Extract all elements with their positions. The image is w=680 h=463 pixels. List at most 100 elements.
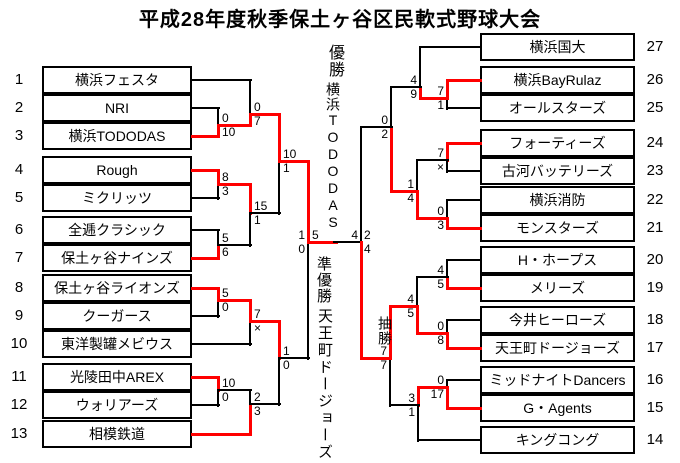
- score-R8-top: 0: [437, 319, 444, 333]
- team-box-26: 横浜BayRulaz: [480, 66, 635, 94]
- winner-path-line: [446, 141, 482, 145]
- seed-number-5: 5: [14, 189, 24, 206]
- bracket-line: [419, 46, 482, 48]
- seed-number-25: 25: [646, 99, 664, 116]
- winner-path-line: [278, 159, 310, 163]
- winner-path-line: [446, 78, 482, 82]
- winner-path-line: [217, 298, 252, 302]
- winner-path-line: [191, 168, 220, 172]
- score-R7-bottom: 5: [437, 277, 444, 291]
- bracket-line: [417, 439, 482, 441]
- seed-number-27: 27: [646, 38, 664, 55]
- score-RF-bottom: 4: [364, 242, 371, 256]
- winner-path-line: [415, 190, 419, 220]
- score-L6-top: 10: [283, 147, 297, 161]
- bracket-line: [446, 319, 482, 321]
- bracket-line: [416, 276, 418, 308]
- score-L3-bottom: 3: [222, 184, 229, 198]
- score-R2-top: 4: [410, 73, 417, 87]
- winner-path-line: [446, 346, 482, 350]
- winner-path-line: [359, 241, 363, 360]
- winner-path-line: [216, 376, 220, 392]
- team-box-5: ミクリッツ: [42, 184, 192, 212]
- score-L4-top: 5: [222, 231, 229, 245]
- bracket-line: [446, 379, 448, 389]
- winner-path-line: [419, 96, 449, 100]
- bracket-line: [217, 299, 219, 318]
- winner-path-line: [191, 256, 220, 260]
- winner-path-line: [216, 124, 220, 138]
- score-L5-bottom: 1: [254, 213, 261, 227]
- bracket-line: [191, 315, 220, 317]
- team-box-14: キングコング: [480, 426, 635, 454]
- score-L2-bottom: 7: [254, 114, 261, 128]
- score-R1-bottom: 1: [437, 98, 444, 112]
- winner-path-line: [248, 183, 252, 215]
- lottery-win-note: 抽勝: [377, 316, 393, 346]
- winner-path-line: [445, 79, 449, 100]
- bracket-line: [419, 46, 421, 89]
- bracket-line: [249, 79, 251, 116]
- winner-path-line: [416, 216, 449, 220]
- champion-label: 優勝: [326, 44, 343, 78]
- score-L8-bottom: ×: [254, 321, 262, 335]
- bracket-line: [446, 379, 482, 381]
- score-GF-right: 4: [351, 228, 358, 242]
- team-box-25: オールスターズ: [480, 94, 635, 122]
- team-box-11: 光陵田中AREX: [42, 363, 192, 391]
- winner-path-line: [248, 299, 252, 323]
- score-L6-bottom: 1: [283, 161, 290, 175]
- team-box-6: 全逓クラシック: [42, 216, 192, 244]
- winner-path-line: [249, 319, 281, 323]
- bracket-line: [191, 197, 220, 199]
- bracket-line: [278, 357, 310, 359]
- bracket-line: [416, 159, 418, 193]
- bracket-line: [446, 159, 448, 173]
- bracket-line: [389, 404, 420, 406]
- score-L9-bottom: 0: [283, 358, 290, 372]
- winner-path-line: [446, 406, 482, 410]
- seed-number-9: 9: [14, 307, 24, 324]
- score-R11-top: 3: [408, 391, 415, 405]
- score-R9-bottom: 5: [407, 306, 414, 320]
- score-R5-bottom: 4: [407, 191, 414, 205]
- team-box-2: NRI: [42, 94, 192, 122]
- winner-path-line: [417, 385, 449, 389]
- winner-path-line: [445, 386, 449, 410]
- score-L11-bottom: 3: [254, 404, 261, 418]
- score-R4-top: 0: [437, 204, 444, 218]
- bracket-line: [389, 357, 391, 407]
- winner-path-line: [248, 403, 252, 436]
- seed-number-7: 7: [14, 249, 24, 266]
- score-L1-bottom: 10: [222, 125, 236, 139]
- winner-path-line: [191, 286, 220, 290]
- seed-number-6: 6: [14, 221, 24, 238]
- score-R12-top: 7: [380, 344, 387, 358]
- score-L8-top: 7: [254, 307, 261, 321]
- bracket-line: [446, 199, 448, 220]
- seed-number-4: 4: [14, 161, 24, 178]
- bracket-line: [360, 126, 362, 244]
- winner-path-line: [446, 286, 482, 290]
- bracket-line: [249, 320, 251, 346]
- bracket-line: [217, 244, 252, 246]
- team-box-9: クーガース: [42, 302, 192, 330]
- seed-number-23: 23: [646, 162, 664, 179]
- seed-number-18: 18: [646, 311, 664, 328]
- score-L7-top: 5: [222, 286, 229, 300]
- winner-path-line: [191, 432, 252, 436]
- winner-path-line: [389, 126, 393, 193]
- score-L10-top: 10: [222, 376, 236, 390]
- seed-number-3: 3: [14, 127, 24, 144]
- bracket-line: [390, 86, 422, 88]
- score-R1-top: 7: [437, 84, 444, 98]
- score-R9-top: 4: [407, 292, 414, 306]
- bracket-line: [360, 126, 393, 128]
- team-box-17: 天王町ドージョーズ: [480, 334, 635, 362]
- bracket-line: [217, 107, 219, 127]
- winner-path-line: [388, 305, 392, 360]
- score-R4-bottom: 3: [437, 218, 444, 232]
- bracket-line: [333, 241, 363, 243]
- winner-path-line: [416, 331, 449, 335]
- bracket-line: [446, 170, 482, 172]
